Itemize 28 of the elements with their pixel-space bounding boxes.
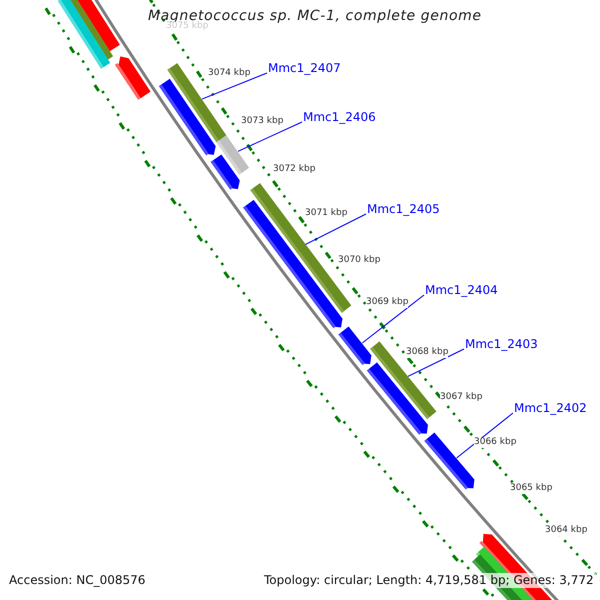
gene-label: Mmc1_2404 (425, 284, 498, 298)
scale-label: 3071 kbp (305, 209, 348, 219)
scale-label: 3073 kbp (241, 117, 284, 127)
leader-line (238, 122, 302, 152)
scale-label: 3072 kbp (273, 165, 316, 175)
leader-line (408, 348, 464, 377)
leader-line (362, 294, 424, 344)
scale-label: 3065 kbp (510, 484, 552, 494)
leader-line (305, 214, 366, 245)
gene-label: Mmc1_2402 (514, 402, 587, 416)
gene-feature (216, 135, 250, 175)
gene-label: Mmc1_2406 (303, 111, 376, 124)
leader-line (456, 412, 514, 459)
scale-label: 3070 kbp (338, 256, 380, 266)
gene-feature (338, 326, 372, 366)
info-text: Topology: circular; Length: 4,719,581 bp; Genes: 3,772 (262, 573, 596, 588)
scale-label: 3064 kbp (545, 526, 588, 536)
scale-label: 3068 kbp (406, 348, 448, 358)
gene-label: Mmc1_2403 (465, 338, 538, 352)
scale-label: 3066 kbp (474, 438, 516, 448)
leader-line (202, 72, 268, 100)
gene-label: Mmc1_2405 (367, 203, 440, 216)
scale-label: 3067 kbp (440, 393, 482, 403)
info-text: Accession: NC_008576 (9, 574, 146, 588)
scale-label: 3074 kbp (208, 69, 250, 79)
gene-feature (424, 432, 474, 490)
scale-label: 3069 kbp (366, 298, 408, 308)
gene-label: Mmc1_2407 (268, 62, 341, 76)
